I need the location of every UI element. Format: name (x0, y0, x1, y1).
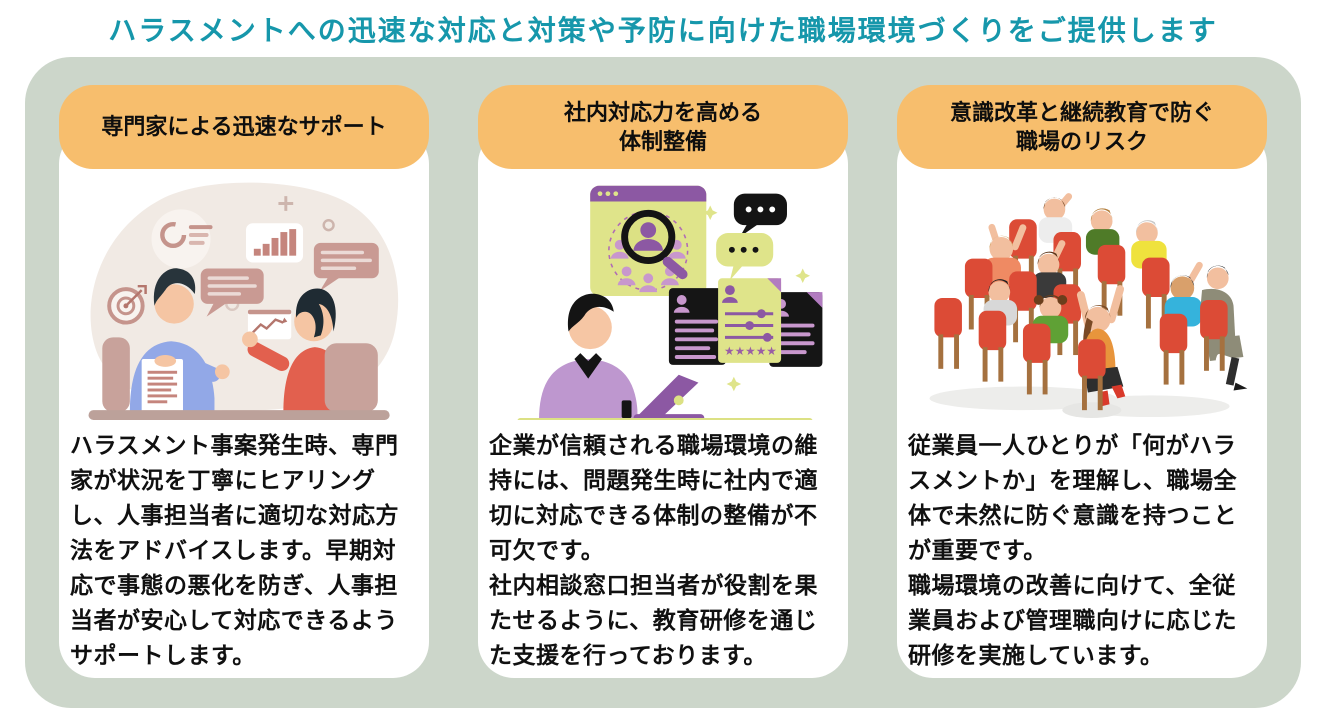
page-headline: ハラスメントへの迅速な対応と対策や予防に向けた職場環境づくりをご提供します (108, 15, 1218, 46)
card-description: ハラスメント事案発生時、専門家が状況を丁寧にヒアリングし、人事担当者に適切な対応… (70, 432, 399, 668)
service-card-internal-system: 社内対応力を高める 体制整備 (478, 85, 848, 678)
card-title-badge: 社内対応力を高める 体制整備 (478, 85, 848, 169)
seminar-audience-illustration-svg (929, 193, 1248, 419)
services-panel: 専門家による迅速なサポート (25, 57, 1301, 708)
seminar-audience-illustration (897, 174, 1267, 420)
service-card-consultation: 専門家による迅速なサポート (59, 85, 429, 678)
card-title-badge: 意識改革と継続教育で防ぐ 職場のリスク (897, 85, 1267, 169)
hr-screening-illustration: ★★★★★ (478, 174, 848, 420)
hr-screening-illustration-svg: ★★★★★ (517, 185, 823, 420)
consultation-illustration (59, 174, 429, 420)
service-card-training: 意識改革と継続教育で防ぐ 職場のリスク (897, 85, 1267, 678)
card-body: 従業員一人ひとりが「何がハラスメントか」を理解し、職場全体で未然に防ぐ意識を持つ… (897, 128, 1267, 678)
card-title-badge: 専門家による迅速なサポート (59, 85, 429, 169)
service-cards-row: 専門家による迅速なサポート (25, 57, 1301, 678)
card-body: ハラスメント事案発生時、専門家が状況を丁寧にヒアリングし、人事担当者に適切な対応… (59, 128, 429, 678)
card-description: 企業が信頼される職場環境の維持には、問題発生時に社内で適切に対応できる体制の整備… (489, 432, 818, 668)
svg-text:★★★★★: ★★★★★ (724, 344, 777, 358)
consultation-illustration-svg (88, 182, 399, 420)
card-body: ★★★★★ (478, 128, 848, 678)
card-description: 従業員一人ひとりが「何がハラスメントか」を理解し、職場全体で未然に防ぐ意識を持つ… (908, 432, 1237, 668)
